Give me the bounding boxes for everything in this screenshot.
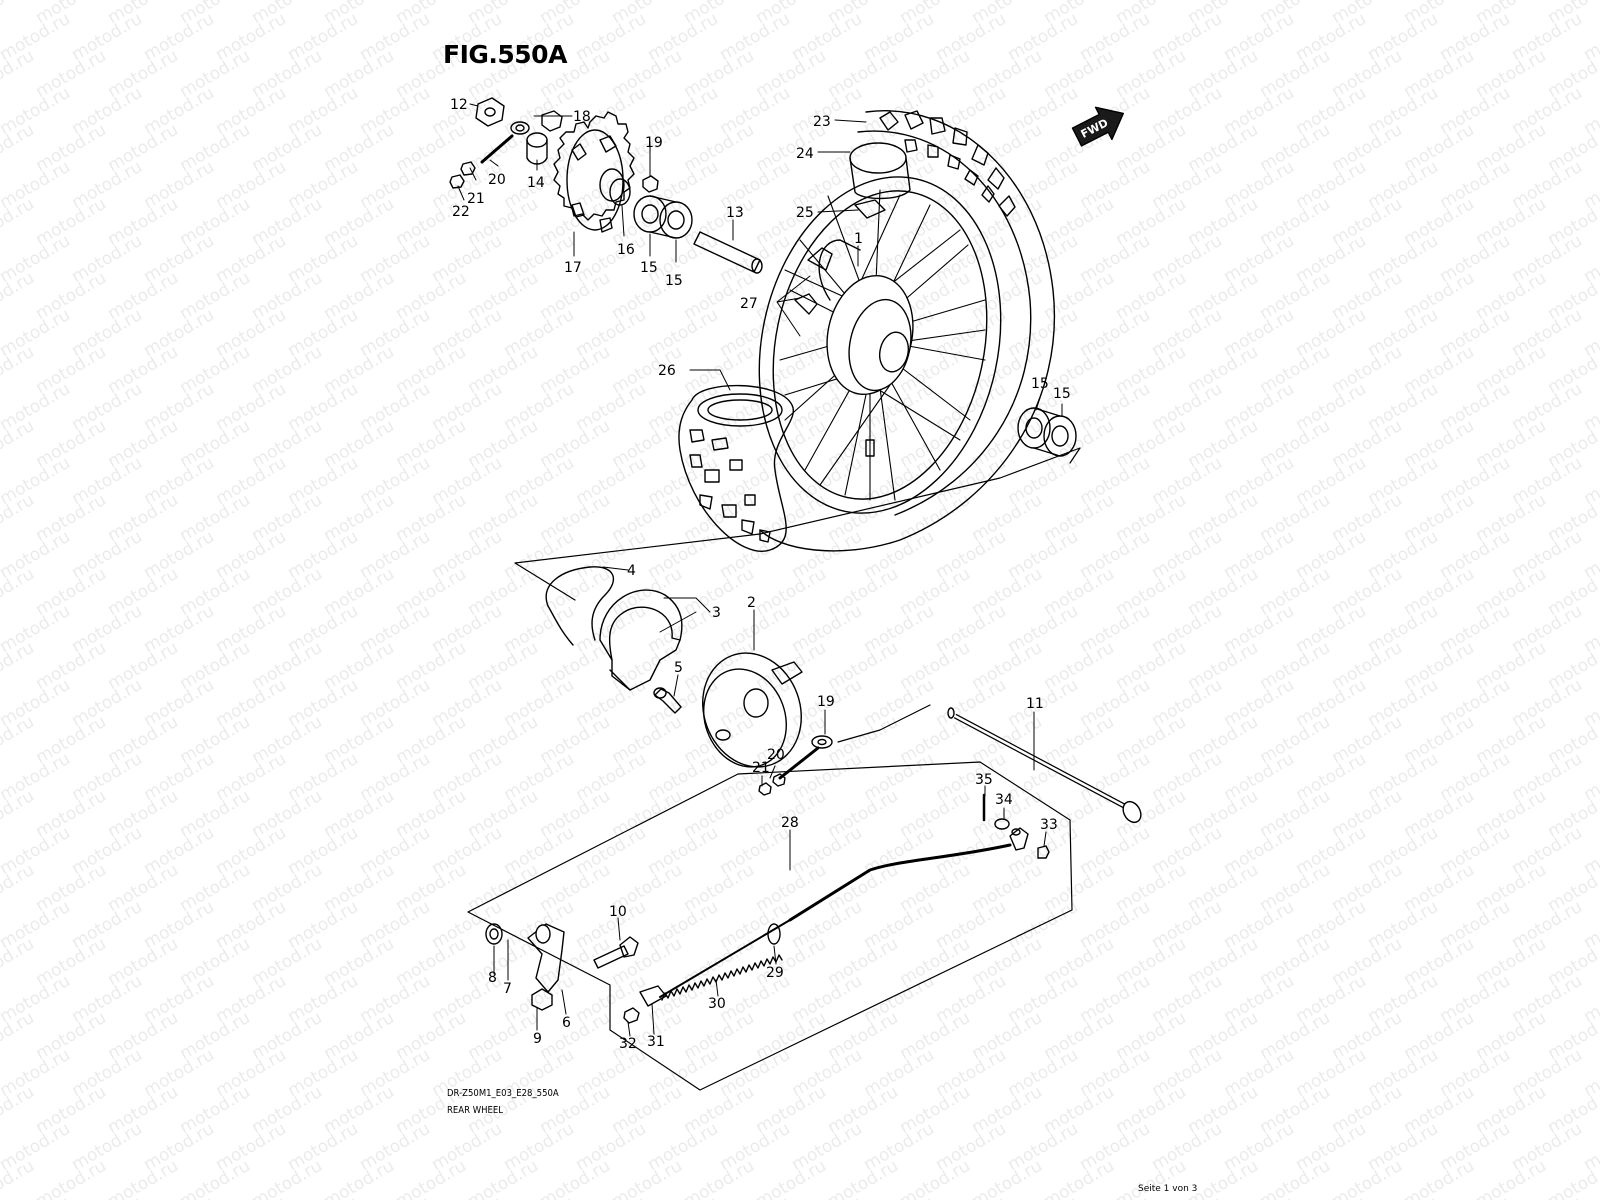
callout-13: 13 xyxy=(726,205,744,221)
rear-axle xyxy=(947,707,1142,824)
callout-5: 5 xyxy=(674,660,683,676)
callout-27: 27 xyxy=(740,296,758,312)
callout-23: 23 xyxy=(813,114,831,130)
figure-caption: REAR WHEEL xyxy=(447,1105,503,1116)
callout-26: 26 xyxy=(658,363,676,379)
callout-29: 29 xyxy=(766,965,784,981)
callout-35: 35 xyxy=(975,772,993,788)
right-bearings xyxy=(1017,407,1077,457)
callout-6: 6 xyxy=(562,1015,571,1031)
callout-19: 19 xyxy=(645,135,663,151)
model-code: DR-Z50M1_E03_E28_550A xyxy=(447,1088,559,1099)
callout-21: 21 xyxy=(752,760,770,776)
callout-2: 2 xyxy=(747,595,756,611)
callout-1: 1 xyxy=(854,231,863,247)
callout-11: 11 xyxy=(1026,696,1044,712)
section-line xyxy=(837,704,931,743)
callout-labels: 12 18 19 20 21 22 14 17 16 15 15 13 23 2… xyxy=(450,97,1071,1052)
callout-30: 30 xyxy=(708,996,726,1012)
callout-16: 16 xyxy=(617,242,635,258)
callout-14: 14 xyxy=(527,175,545,191)
brake-group xyxy=(545,566,833,796)
callout-15: 15 xyxy=(640,260,658,276)
callout-leaders xyxy=(457,103,1063,1037)
rim-band xyxy=(854,199,886,219)
rear-sprocket xyxy=(553,111,635,233)
callout-10: 10 xyxy=(609,904,627,920)
rear-wheel-assembly xyxy=(758,110,1055,552)
page-indicator: Seite 1 von 3 xyxy=(1138,1184,1198,1194)
callout-12: 12 xyxy=(450,97,468,113)
callout-20: 20 xyxy=(767,747,785,763)
callout-9: 9 xyxy=(533,1031,542,1047)
callout-28: 28 xyxy=(781,815,799,831)
callout-17: 17 xyxy=(564,260,582,276)
section-line xyxy=(514,447,1081,601)
callout-15: 15 xyxy=(665,273,683,289)
callout-24: 24 xyxy=(796,146,814,162)
callout-31: 31 xyxy=(647,1034,665,1050)
tire-tread xyxy=(879,110,1016,217)
callout-7: 7 xyxy=(503,981,512,997)
callout-33: 33 xyxy=(1040,817,1058,833)
figure-title: FIG.550A xyxy=(443,40,567,69)
inner-tube xyxy=(849,142,911,200)
callout-32: 32 xyxy=(619,1036,637,1052)
fwd-arrow-icon: FWD xyxy=(1071,106,1125,147)
wheel-spokes xyxy=(779,189,986,501)
callout-34: 34 xyxy=(995,792,1013,808)
callout-21: 21 xyxy=(467,191,485,207)
callout-25: 25 xyxy=(796,205,814,221)
brake-rod-group xyxy=(485,793,1050,1024)
callout-4: 4 xyxy=(627,563,636,579)
sprocket-group xyxy=(449,97,763,274)
callout-22: 22 xyxy=(452,204,470,220)
callout-3: 3 xyxy=(712,605,721,621)
callout-18: 18 xyxy=(573,109,591,125)
brake-panel xyxy=(702,652,803,768)
callout-19: 19 xyxy=(817,694,835,710)
callout-20: 20 xyxy=(488,172,506,188)
callout-8: 8 xyxy=(488,970,497,986)
tire-section xyxy=(678,384,795,552)
callout-15: 15 xyxy=(1053,386,1071,402)
callout-15: 15 xyxy=(1031,376,1049,392)
